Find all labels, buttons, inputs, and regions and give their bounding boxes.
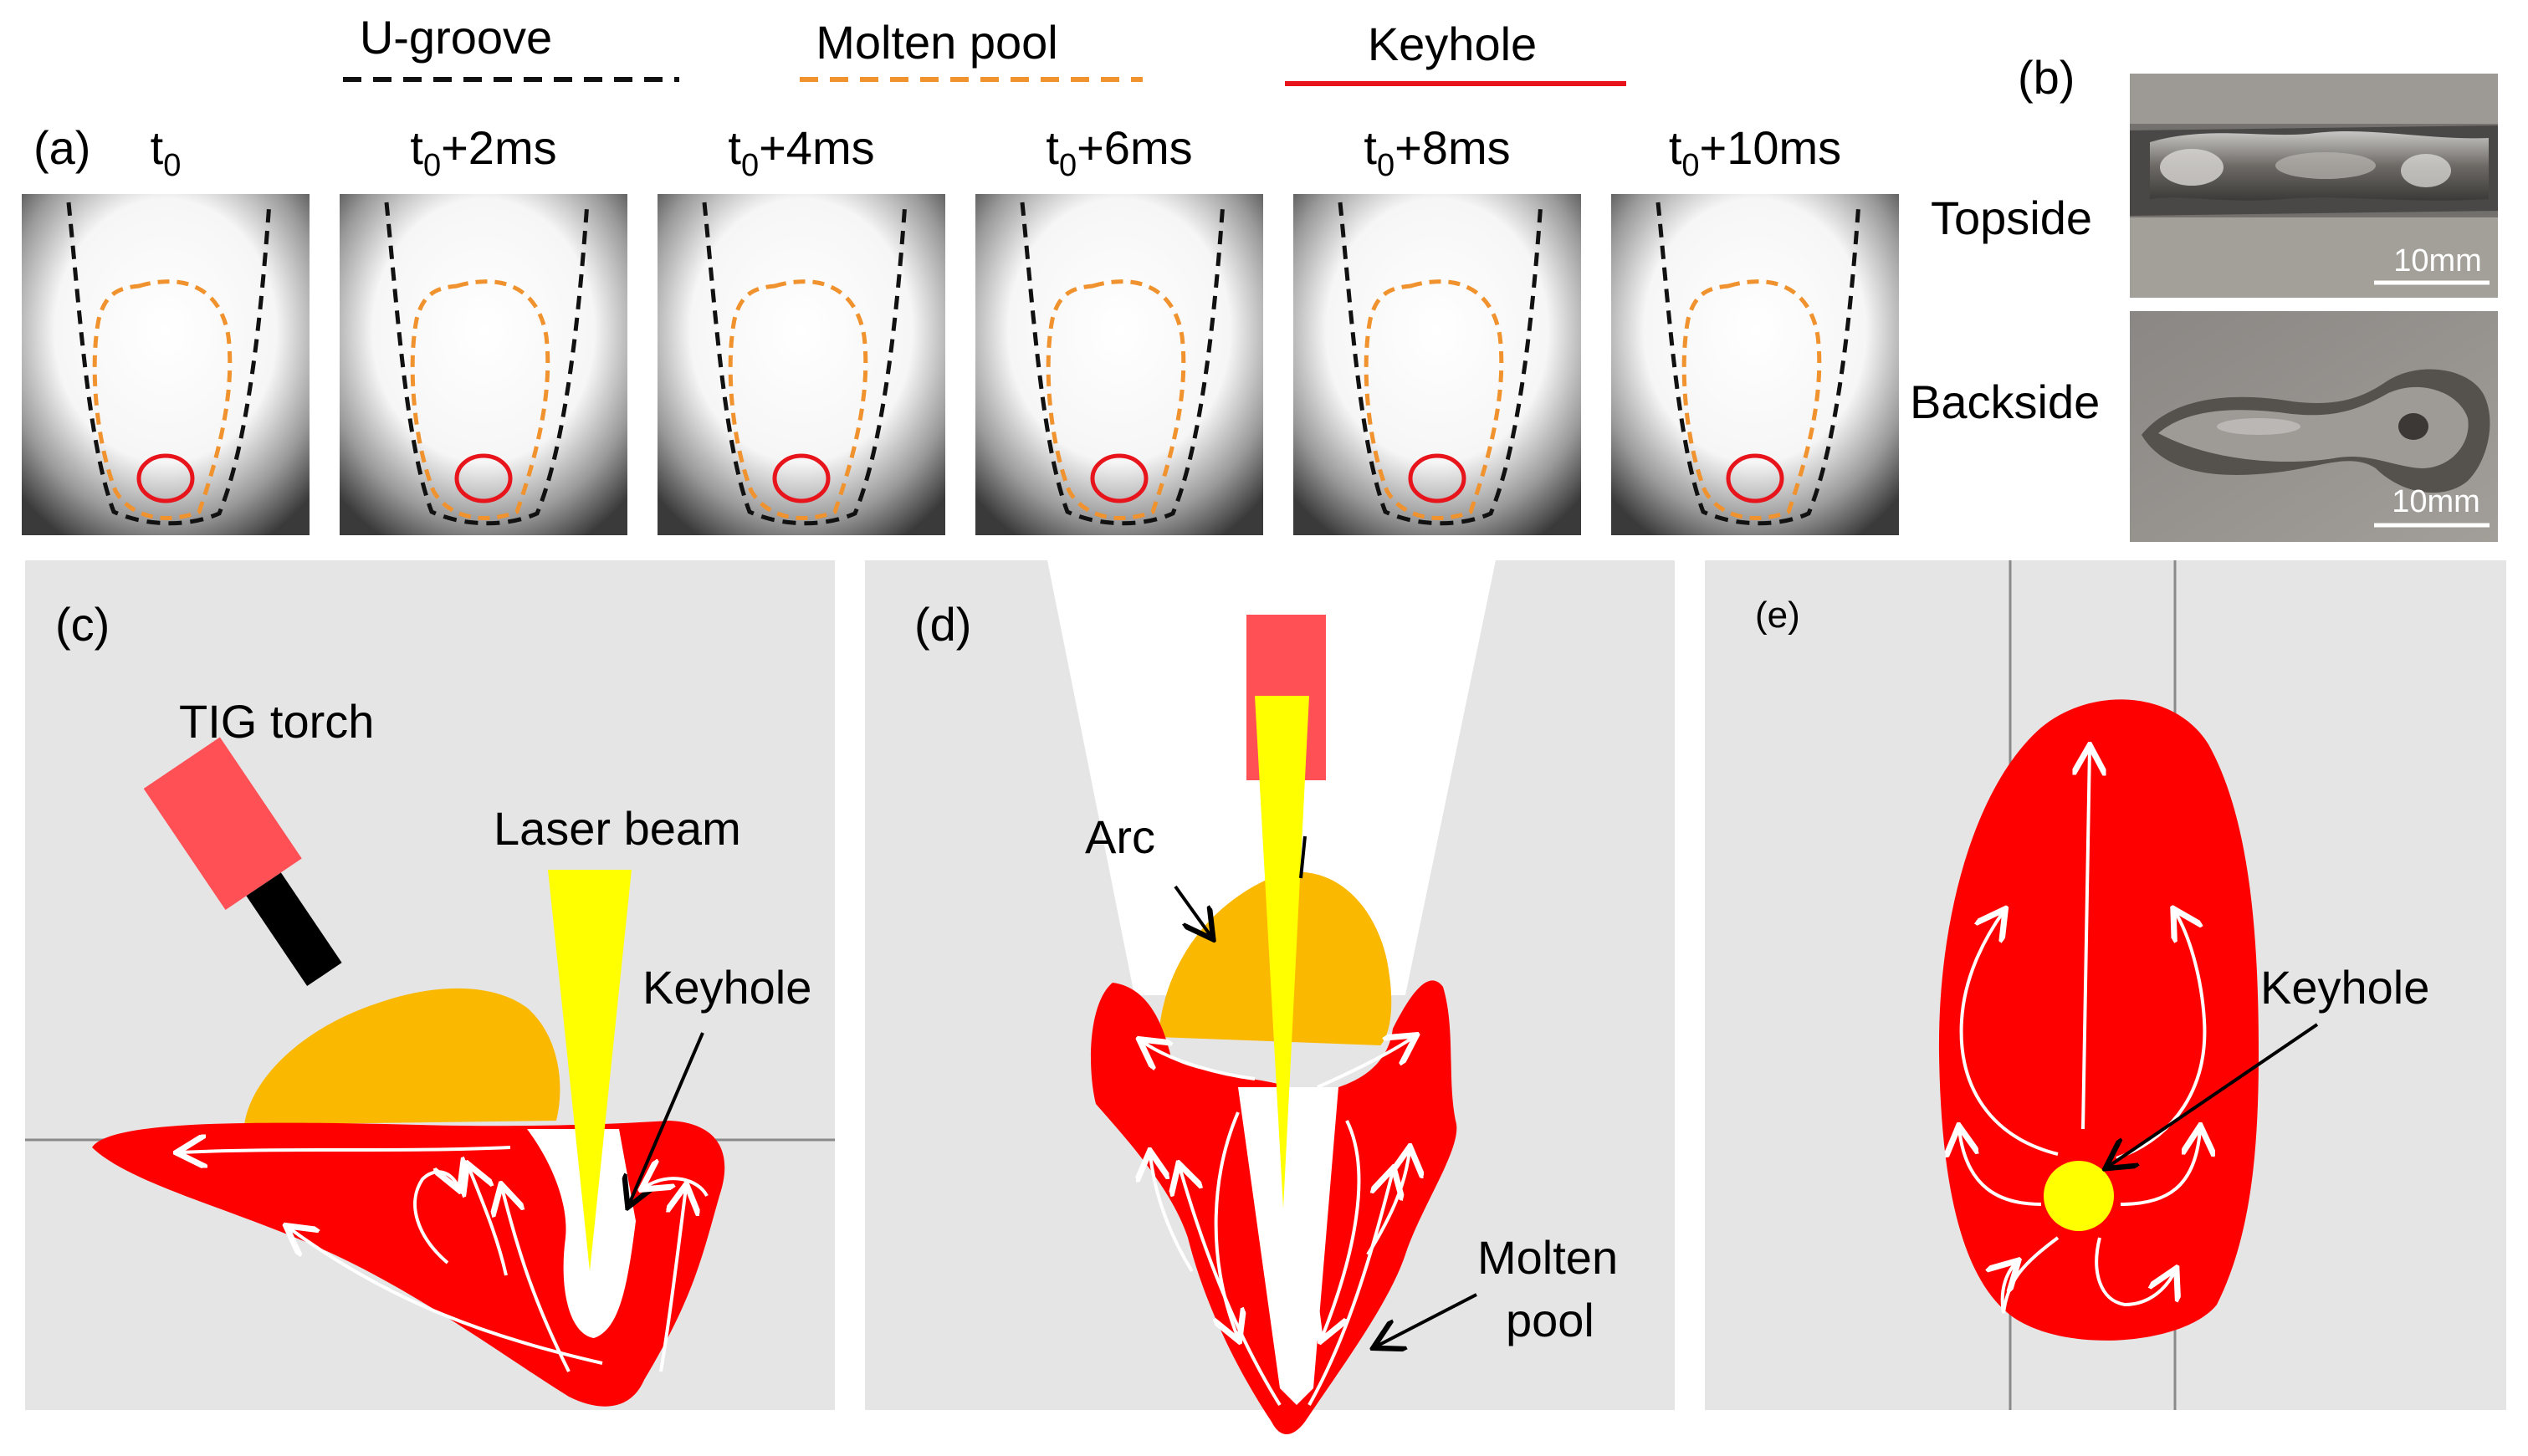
topside-photo bbox=[2130, 74, 2498, 298]
arc-plasma-shape bbox=[244, 988, 560, 1125]
topside-label: Topside bbox=[1931, 192, 2092, 244]
keyhole-outline bbox=[772, 453, 831, 503]
frame-3: t0+6ms bbox=[975, 121, 1263, 535]
panel-c-label: (c) bbox=[55, 598, 110, 651]
flow-arrows-d bbox=[1142, 1037, 1414, 1407]
backside-scale-bar: 10mm bbox=[2374, 484, 2490, 528]
laser-beam-label: Laser beam bbox=[494, 802, 741, 855]
legend: U-groove Molten pool Keyhole bbox=[343, 11, 1626, 86]
frame-time-label: t0+10ms bbox=[1669, 121, 1841, 183]
keyhole-outline bbox=[1726, 453, 1784, 503]
backside-scale-label: 10mm bbox=[2392, 484, 2480, 519]
tig-torch-icon bbox=[143, 737, 342, 987]
backside-photo bbox=[2130, 311, 2498, 542]
frame-time-label: t0+2ms bbox=[410, 121, 556, 183]
frame-image bbox=[22, 194, 310, 535]
panel-c: (c) TIG torch Laser beam Keyhole bbox=[25, 560, 835, 1410]
molten-pool-label-line1: Molten bbox=[1477, 1231, 1618, 1284]
keyhole-cavity bbox=[527, 1129, 636, 1338]
tig-torch-label: TIG torch bbox=[179, 695, 374, 748]
molten-pool-outline bbox=[92, 279, 233, 521]
flow-arrows-e bbox=[1959, 748, 2204, 1314]
molten-pool-outline bbox=[1046, 279, 1186, 521]
topside-scale-bar: 10mm bbox=[2374, 243, 2490, 285]
keyhole-pointer-arrow-e bbox=[2108, 1023, 2319, 1167]
frame-time-label: t0+6ms bbox=[1046, 121, 1192, 183]
keyhole-label-e: Keyhole bbox=[2260, 961, 2429, 1014]
legend-keyhole-label: Keyhole bbox=[1368, 18, 1537, 70]
keyhole-outline bbox=[1408, 453, 1466, 503]
panel-e-label: (e) bbox=[1755, 595, 1800, 636]
arc-pointer-arrow bbox=[1174, 885, 1211, 937]
laser-beam-shape-d bbox=[1255, 696, 1309, 1208]
molten-pool-top-view bbox=[1938, 699, 2259, 1341]
frame-0: t0 bbox=[22, 121, 310, 535]
frame-time-label: t0 bbox=[151, 121, 182, 183]
panel-d: (d) Arc Molten pool bbox=[865, 560, 1675, 1434]
molten-pool-label-line2: pool bbox=[1506, 1294, 1594, 1346]
frame-2: t0+4ms bbox=[658, 121, 945, 535]
electrode-line bbox=[1299, 835, 1307, 879]
molten-pool-outline bbox=[1681, 279, 1822, 521]
panel-e: (e) Keyhole bbox=[1705, 560, 2506, 1410]
keyhole-dot bbox=[2044, 1161, 2114, 1231]
legend-molten-pool-label: Molten pool bbox=[816, 16, 1058, 69]
molten-pool-outline bbox=[1364, 279, 1504, 521]
frame-1: t0+2ms bbox=[340, 121, 627, 535]
flow-arrows-c bbox=[180, 1147, 709, 1372]
frame-image bbox=[340, 194, 627, 535]
topside-scale-label: 10mm bbox=[2393, 243, 2482, 278]
frame-5: t0+10ms bbox=[1611, 121, 1899, 535]
frame-time-label: t0+8ms bbox=[1364, 121, 1510, 183]
molten-pool-pointer-arrow bbox=[1376, 1293, 1477, 1346]
arc-label: Arc bbox=[1085, 810, 1155, 863]
frame-image bbox=[1611, 194, 1899, 535]
keyhole-label-c: Keyhole bbox=[642, 961, 811, 1014]
molten-pool-outline bbox=[410, 279, 550, 521]
keyhole-outline bbox=[454, 453, 513, 503]
panel-a-label: (a) bbox=[33, 121, 90, 174]
frame-time-label: t0+4ms bbox=[728, 121, 874, 183]
frame-4: t0+8ms bbox=[1293, 121, 1581, 535]
panel-b-label: (b) bbox=[2018, 51, 2075, 104]
panel-d-label: (d) bbox=[914, 598, 971, 651]
frame-image bbox=[658, 194, 945, 535]
keyhole-outline bbox=[136, 453, 195, 503]
legend-ugroove-label: U-groove bbox=[360, 11, 552, 64]
molten-pool-outline bbox=[728, 279, 868, 521]
backside-label: Backside bbox=[1910, 375, 2100, 428]
keyhole-outline bbox=[1090, 453, 1149, 503]
frame-image bbox=[1293, 194, 1581, 535]
laser-beam-shape bbox=[548, 870, 632, 1271]
high-speed-frames: t0 t0+2ms t0+4ms t0+6ms t0+8ms t0+10ms bbox=[22, 121, 1899, 535]
frame-image bbox=[975, 194, 1263, 535]
